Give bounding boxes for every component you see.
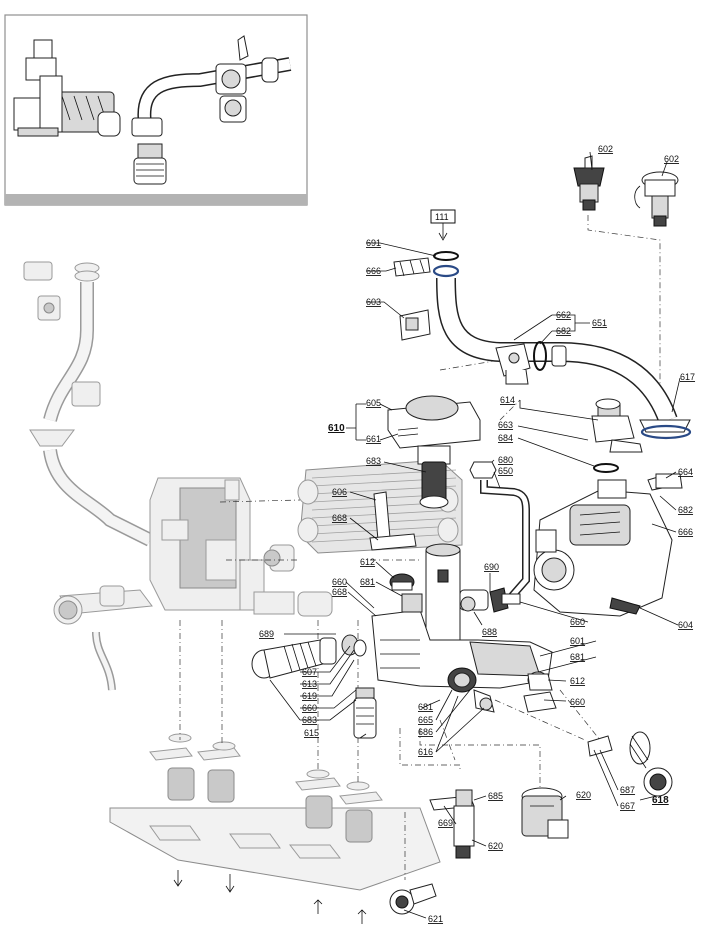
label-602-right: 602 [664, 154, 679, 164]
label-680: 680 [498, 455, 513, 465]
label-603: 603 [366, 297, 381, 307]
clip-666-top-part [393, 257, 431, 277]
clip-687-part [587, 735, 613, 757]
label-665: 665 [418, 715, 433, 725]
valve-block-601-part [371, 543, 553, 689]
part-number-labels: 111 602 602 691 666 603 662 651 682 617 … [259, 144, 695, 924]
label-651: 651 [592, 318, 607, 328]
label-619: 619 [302, 691, 317, 701]
label-682-right: 682 [678, 505, 693, 515]
o-ring-blue-part [432, 264, 460, 278]
pressure-sensor-602-left-part [573, 155, 605, 211]
label-688: 688 [482, 627, 497, 637]
nozzle-607-part [341, 634, 367, 657]
label-612-top: 612 [360, 557, 375, 567]
label-602-left: 602 [598, 144, 613, 154]
label-605: 605 [366, 398, 381, 408]
label-685: 685 [488, 791, 503, 801]
clip-662-part [495, 343, 531, 385]
label-666-right: 666 [678, 527, 693, 537]
o-ring-691-part [433, 251, 459, 261]
label-660-right: 660 [570, 697, 585, 707]
label-668-mid: 668 [332, 587, 347, 597]
inset-valve-block-part [13, 39, 121, 137]
label-615: 615 [304, 728, 319, 738]
base-connectors [149, 733, 383, 843]
valve-688-part [459, 587, 521, 613]
label-684: 684 [498, 433, 513, 443]
label-621: 621 [428, 914, 443, 924]
clip-603-part [399, 309, 431, 341]
filter-689-part [251, 637, 337, 679]
label-691: 691 [366, 238, 381, 248]
label-683-top: 683 [366, 456, 381, 466]
reference-box-111 [430, 209, 456, 241]
motor-620-part [521, 787, 569, 839]
label-681-lower: 681 [418, 702, 433, 712]
label-690: 690 [484, 562, 499, 572]
label-689: 689 [259, 629, 274, 639]
label-664: 664 [678, 467, 693, 477]
label-666-top: 666 [366, 266, 381, 276]
label-660-mid: 660 [570, 617, 585, 627]
coupling-621-part [389, 883, 437, 915]
pressure-sensor-602-right-part [634, 171, 679, 227]
label-650: 650 [498, 466, 513, 476]
sensor-615-part [353, 687, 377, 739]
label-660-left: 660 [302, 703, 317, 713]
label-669: 669 [438, 818, 453, 828]
nut-680-part [469, 461, 497, 479]
label-661: 661 [366, 434, 381, 444]
inset-threaded-connector-part [133, 143, 167, 185]
label-668-top: 668 [332, 513, 347, 523]
label-667: 667 [620, 801, 635, 811]
label-663: 663 [498, 420, 513, 430]
label-620-right: 620 [576, 790, 591, 800]
spring-618-part [629, 731, 673, 797]
label-660-top: 660 [332, 577, 347, 587]
leader-lines [269, 151, 681, 919]
label-662: 662 [556, 310, 571, 320]
pipe-650-part [480, 480, 530, 599]
cap-612-part [389, 573, 415, 591]
pump-604-part [533, 473, 673, 617]
label-604: 604 [678, 620, 693, 630]
fan-610-part [387, 395, 481, 509]
flow-arrow-icons [173, 870, 367, 924]
label-614: 614 [500, 395, 515, 405]
valve-614-part [591, 398, 643, 473]
inset-pipe-part [131, 35, 292, 137]
label-681-top: 681 [360, 577, 375, 587]
label-111: 111 [435, 212, 449, 222]
label-686: 686 [418, 727, 433, 737]
clip-660-right-part [523, 691, 557, 713]
label-618: 618 [652, 795, 669, 806]
inset-panel [4, 14, 308, 206]
label-613: 613 [302, 679, 317, 689]
label-610: 610 [328, 423, 345, 434]
pipe-651-part [436, 277, 692, 440]
label-687: 687 [620, 785, 635, 795]
label-683-left: 683 [302, 715, 317, 725]
valve-620-lower-part [429, 789, 475, 859]
gasket-668-part [369, 533, 417, 551]
cap-612-right-part [527, 671, 553, 691]
ghost-rear-assembly [23, 261, 333, 691]
valve-616-part [447, 667, 495, 713]
label-617: 617 [680, 372, 695, 382]
label-681-right: 681 [570, 652, 585, 662]
label-612-right: 612 [570, 676, 585, 686]
label-607: 607 [302, 667, 317, 677]
base-plate-part [109, 733, 441, 924]
label-620-lower: 620 [488, 841, 503, 851]
label-616: 616 [418, 747, 433, 757]
label-682-top: 682 [556, 326, 571, 336]
label-606: 606 [332, 487, 347, 497]
label-601: 601 [570, 636, 585, 646]
